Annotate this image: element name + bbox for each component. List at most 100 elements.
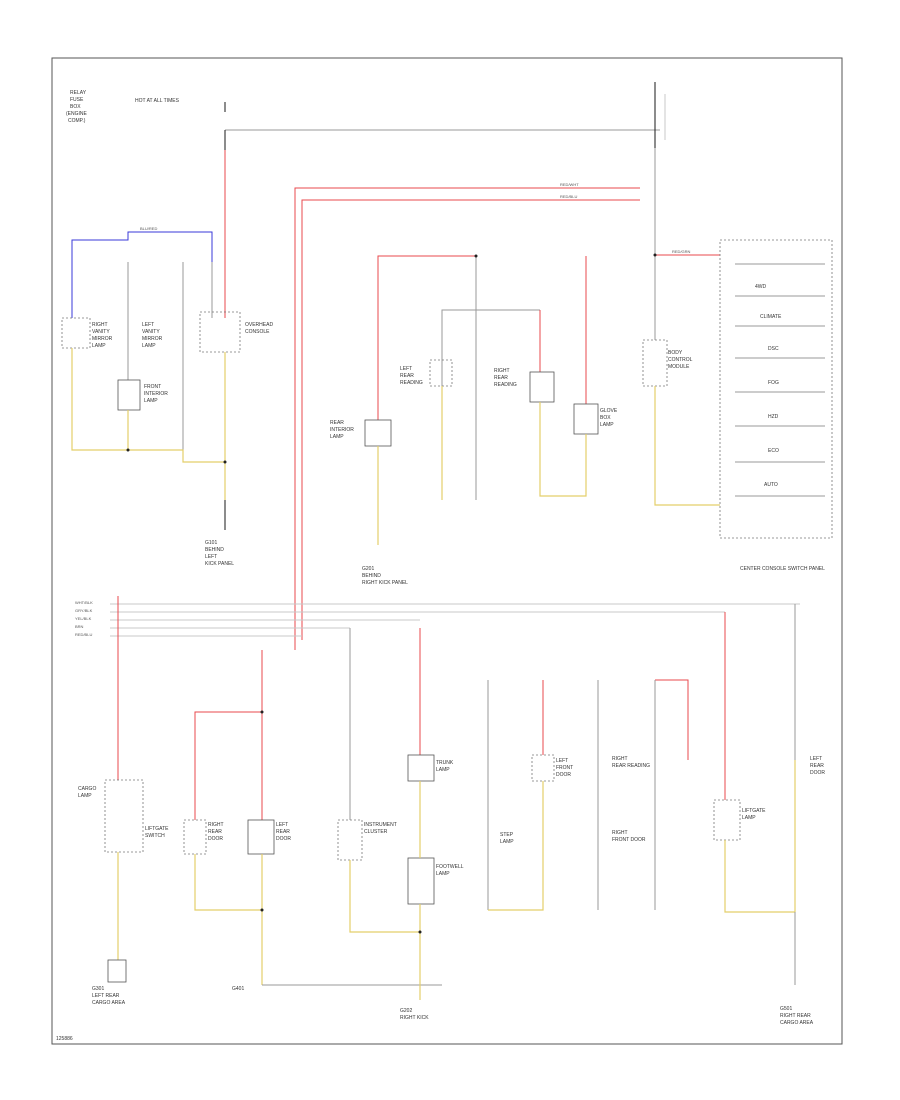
center-panel-items: 4WD CLIMATE DSC FOG HZD ECO AUTO (735, 263, 825, 497)
component-c14-box (247, 819, 275, 855)
component-c19-label: INSTRUMENT (364, 822, 397, 828)
junction-dot-7 (653, 253, 657, 257)
junction-dot-6 (418, 930, 422, 934)
panel-item-6: AUTO (764, 482, 778, 488)
blue-wire (71, 231, 213, 318)
component-c7b-label: RIGHT (612, 756, 628, 762)
top-left-label-line5: COMP.) (68, 118, 86, 124)
ground-g1-label-3: LEFT (205, 554, 217, 560)
component-c13-label: RIGHT (208, 822, 224, 828)
wire-label-right-1: RED/GRN (672, 249, 691, 254)
panel-item-2: DSC (768, 346, 779, 352)
component-c11-label: CARGO (78, 786, 96, 792)
component-c4-box (199, 311, 241, 353)
component-c9-label-2: FRONT DOOR (612, 837, 646, 843)
component-c3-label: FRONT (144, 384, 161, 390)
panel-item-3: FOG (768, 380, 779, 386)
ground-g3-box (107, 959, 127, 983)
component-c19-label-2: CLUSTER (364, 829, 388, 835)
red-wire-bottom-6 (655, 679, 689, 760)
ground-g5-label-3: CARGO AREA (780, 1020, 814, 1026)
yellow-wire-bottom-8 (724, 760, 796, 913)
red-wire-center-1 (377, 255, 476, 420)
component-c15-label: BODY (668, 350, 683, 356)
component-c1-label: RIGHT (92, 322, 108, 328)
component-c2-label-4: LAMP (142, 343, 156, 349)
component-c8-label: GLOVE (600, 408, 618, 414)
component-c3-box (117, 379, 141, 411)
component-c18-label: STEP (500, 832, 514, 838)
diagram-frame (51, 57, 843, 1045)
component-c8-label-3: LAMP (600, 422, 614, 428)
component-c14-label-2: REAR (276, 829, 290, 835)
panel-item-1: CLIMATE (760, 314, 782, 320)
component-c12b-label: LIFTGATE (742, 808, 766, 814)
center-panel-title: CENTER CONSOLE SWITCH PANEL (740, 566, 825, 572)
component-c16-label-2: LAMP (436, 767, 450, 773)
component-c16-label: TRUNK (436, 760, 454, 766)
component-c8-label-2: BOX (600, 415, 611, 421)
component-c15-label-2: CONTROL (668, 357, 693, 363)
panel-item-0: 4WD (755, 284, 767, 290)
component-c13-box (183, 819, 207, 855)
component-c7-box (529, 371, 555, 403)
wire-label-top-1: RED/WHT (560, 182, 579, 187)
component-c5-label-2: INTERIOR (330, 427, 354, 433)
component-c15-label-3: MODULE (668, 364, 690, 370)
component-c2-label-2: VANITY (142, 329, 160, 335)
wire-label-mid-2: GRY/BLK (75, 608, 93, 613)
ground-g1-label-4: KICK PANEL (205, 561, 234, 567)
center-wire-3 (441, 309, 540, 420)
component-c13-label-3: DOOR (208, 836, 223, 842)
component-c6-label-2: REAR (400, 373, 414, 379)
component-c14b-label-2: REAR (810, 763, 824, 769)
ground-g3-label-3: CARGO AREA (92, 1000, 126, 1006)
component-c10-label-2: FRONT (556, 765, 573, 771)
component-c7b-label-2: REAR READING (612, 763, 650, 769)
junction-dot-2 (223, 460, 227, 464)
wire-label-mid-5: RED/BLU (75, 632, 92, 637)
component-c15-box (642, 339, 668, 387)
component-c5-box (364, 419, 392, 447)
top-left-label-line3: BOX (70, 104, 81, 110)
ground-g2b-label-2: RIGHT KICK (400, 1015, 429, 1021)
component-c1-label-3: MIRROR (92, 336, 113, 342)
component-c4-label-2: CONSOLE (245, 329, 270, 335)
component-c7-label: RIGHT (494, 368, 510, 374)
component-c5-label: REAR (330, 420, 344, 426)
yellow-wire-bottom-7 (488, 781, 544, 911)
component-c2-label: LEFT (142, 322, 154, 328)
top-left-label: RELAY (70, 90, 87, 96)
component-c6-label-3: READING (400, 380, 423, 386)
component-c1-box (61, 317, 91, 349)
ground-g2-label: G201 (362, 566, 374, 572)
yellow-wire-left (71, 348, 225, 463)
component-c12-label-2: SWITCH (145, 833, 165, 839)
yellow-wire-right (654, 386, 720, 506)
component-c12b-box (713, 799, 741, 841)
component-c10-label-3: DOOR (556, 772, 571, 778)
component-c18-label-2: LAMP (500, 839, 514, 845)
red-wire-top-2 (301, 199, 640, 640)
ground-g2b-label: G202 (400, 1008, 412, 1014)
component-c13-label-2: REAR (208, 829, 222, 835)
component-c10-box (531, 754, 555, 782)
component-c4-label: OVERHEAD (245, 322, 273, 328)
component-c7-label-3: READING (494, 382, 517, 388)
component-c12b-label-2: LAMP (742, 815, 756, 821)
component-c5-label-3: LAMP (330, 434, 344, 440)
component-c1-label-4: LAMP (92, 343, 106, 349)
ground-g1-label: G101 (205, 540, 217, 546)
component-c17-box (407, 857, 435, 905)
component-c14-label: LEFT (276, 822, 288, 828)
component-c17-label-2: LAMP (436, 871, 450, 877)
component-c12-label: LIFTGATE (145, 826, 169, 832)
component-c6-box (429, 359, 453, 387)
component-c14b-label: LEFT (810, 756, 822, 762)
center-panel-box (719, 239, 833, 539)
top-left-label-line2: FUSE (70, 97, 84, 103)
component-c11-box (104, 779, 144, 853)
ground-g5-label-2: RIGHT REAR (780, 1013, 811, 1019)
wire-label-top-2: RED/BLU (560, 194, 577, 199)
